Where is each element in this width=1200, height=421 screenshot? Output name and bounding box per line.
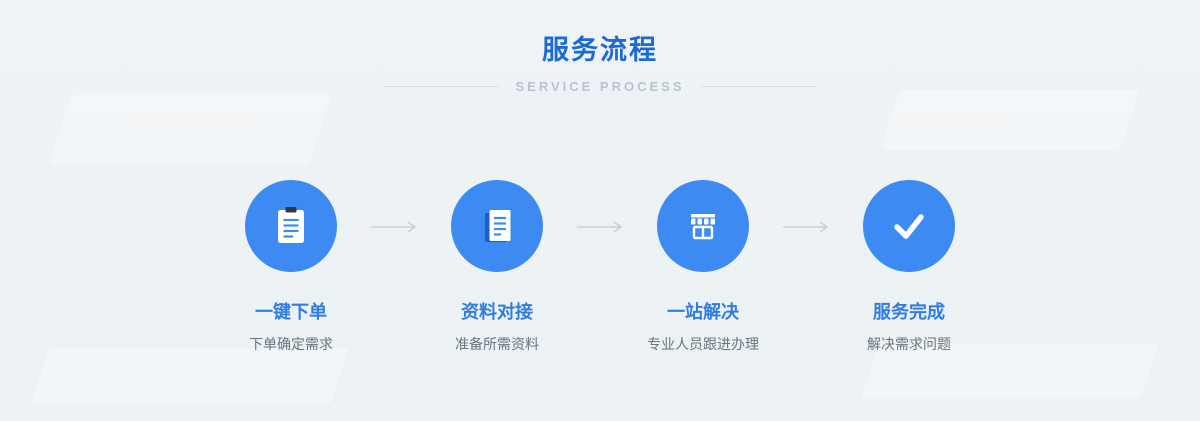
divider-line-left [384,86,500,87]
checkmark-icon [863,180,955,272]
arrow-right-icon [577,221,623,233]
arrow-right-svg [577,221,623,233]
step-desc: 下单确定需求 [249,336,333,352]
background-decoration [31,348,349,403]
section-title: 服务流程 [542,35,658,65]
step-material-handoff: 资料对接 准备所需资料 [432,180,562,354]
step-desc: 专业人员跟进办理 [647,336,759,352]
storefront-icon-svg [691,214,715,240]
divider-line-right [700,86,816,87]
storefront-icon [657,180,749,272]
step-title: 一站解决 [667,302,739,322]
step-service-complete: 服务完成 解决需求问题 [844,180,974,354]
step-title: 资料对接 [461,302,533,322]
section-subtitle-row: SERVICE PROCESS [0,79,1200,94]
arrow-right-svg [371,221,417,233]
step-place-order: 一键下单 下单确定需求 [226,180,356,354]
step-desc: 解决需求问题 [867,336,951,352]
clipboard-icon-svg [278,207,304,243]
clipboard-icon [245,180,337,272]
arrow-right-icon [783,221,829,233]
background-decoration [48,95,332,165]
step-title: 一键下单 [255,302,327,322]
step-one-stop-solution: 一站解决 专业人员跟进办理 [638,180,768,354]
background-decoration [880,90,1140,150]
step-title: 服务完成 [873,302,945,322]
arrow-right-icon [371,221,417,233]
arrow-right-svg [783,221,829,233]
step-desc: 准备所需资料 [455,336,539,352]
document-icon [451,180,543,272]
section-subtitle: SERVICE PROCESS [515,79,685,94]
document-icon-svg [485,210,511,242]
process-steps: 一键下单 下单确定需求 资料对接 准备所需资料 [0,180,1200,354]
section-header: 服务流程 SERVICE PROCESS [0,0,1200,94]
checkmark-icon-svg [894,214,924,239]
